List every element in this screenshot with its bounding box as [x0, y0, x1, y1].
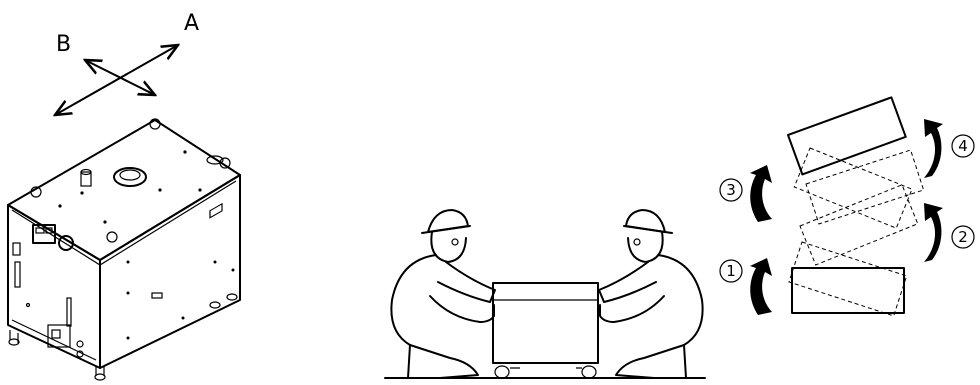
tilt-position-ghost — [800, 185, 918, 265]
pump-top-face — [8, 120, 240, 260]
svg-text:2: 2 — [958, 228, 968, 246]
worker-right-head — [628, 232, 663, 262]
lifting-eye — [107, 232, 117, 242]
direction-arrow-a — [55, 45, 178, 115]
tilt-arrow-2 — [924, 203, 943, 262]
direction-label-a: A — [184, 11, 199, 36]
tilt-position-ghost — [806, 150, 924, 224]
pump-feet — [9, 294, 237, 380]
direction-label-b: B — [56, 32, 71, 57]
tilt-arrow-1 — [750, 258, 772, 315]
worker-left-head — [431, 232, 466, 262]
step-number-4: 4 — [952, 135, 974, 157]
worker-right — [599, 210, 704, 378]
svg-text:4: 4 — [958, 137, 968, 155]
pump-unit — [8, 119, 240, 380]
inlet-flange — [114, 168, 146, 186]
tilt-position-final — [788, 97, 906, 174]
tilt-position-initial — [792, 268, 904, 313]
direction-arrow-b — [85, 60, 155, 95]
step-number-2: 2 — [952, 226, 974, 248]
tilt-arrow-4 — [924, 119, 943, 178]
direction-indicator: A B — [55, 11, 199, 115]
worker-right-body — [616, 255, 704, 378]
tilt-arrow-3 — [750, 165, 772, 222]
workers-lifting-illustration — [385, 210, 705, 378]
svg-text:3: 3 — [726, 181, 736, 199]
worker-left — [386, 210, 495, 378]
step-number-1: 1 — [720, 260, 742, 282]
step-number-3: 3 — [720, 179, 742, 201]
svg-text:1: 1 — [726, 262, 736, 280]
unit-casters — [495, 366, 596, 378]
tilt-position-ghost — [789, 242, 907, 316]
pump-side-face — [100, 175, 240, 368]
tilt-sequence: 1 3 2 4 — [720, 97, 974, 316]
carried-unit — [493, 283, 598, 363]
